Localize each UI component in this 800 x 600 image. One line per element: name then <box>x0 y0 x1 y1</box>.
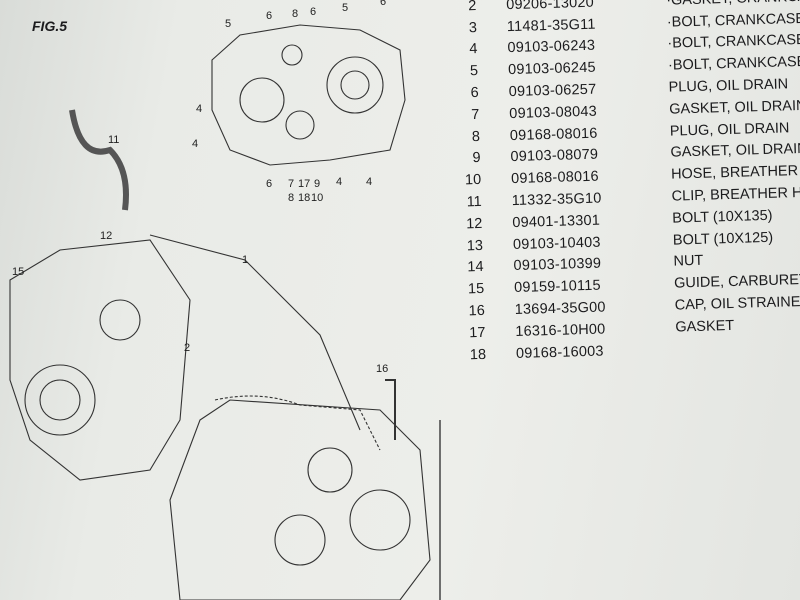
cell-no: 9 <box>472 150 481 167</box>
cell-part: 09159-10115 <box>513 277 601 297</box>
callout: 5 <box>342 2 349 14</box>
cell-no: 8 <box>471 128 481 145</box>
callout: 4 <box>192 138 199 150</box>
callout: 1 <box>242 254 249 266</box>
cell-desc: ·BOLT, CRANKCASE (L75 <box>667 53 800 74</box>
cell-desc: NUT <box>673 253 704 271</box>
cell-no: 13 <box>466 237 484 255</box>
cell-no: 17 <box>469 324 486 342</box>
cell-desc: ·BOLT, CRANKCASE (L55 <box>666 10 800 31</box>
cell-no: 2 <box>467 0 477 15</box>
cell-no: 6 <box>470 85 479 102</box>
cell-part: 09103-06245 <box>507 59 596 79</box>
callout: 12 <box>100 230 113 242</box>
cell-part: 13694-35G00 <box>514 299 606 319</box>
crankcase-side-view <box>211 24 406 166</box>
callout: 10 <box>311 192 324 204</box>
callout: 15 <box>12 266 25 278</box>
callout: 6 <box>266 10 273 22</box>
cell-no: 10 <box>464 172 482 189</box>
cell-part: 11332-35G10 <box>511 190 602 210</box>
cell-desc: BOLT (10X135) <box>672 207 773 227</box>
cell-desc: HOSE, BREATHER <box>670 163 799 183</box>
cell-part: 16316-10H00 <box>515 321 606 340</box>
cell-part: 09103-08079 <box>510 147 599 166</box>
gasket-outline <box>214 395 381 451</box>
cell-desc: CLIP, BREATHER HOSE <box>671 184 800 205</box>
cell-no: 14 <box>467 259 484 276</box>
cell-desc: ·BOLT, CRANKCASE (L65 <box>667 31 800 53</box>
cell-part: 09103-06257 <box>508 81 597 101</box>
cell-desc: BOLT (10X125) <box>672 229 774 249</box>
cell-desc: GASKET, OIL DRAIN PLUG <box>669 96 800 118</box>
callout: 4 <box>196 103 203 115</box>
cell-desc: CAP, OIL STRAINER <box>674 293 800 314</box>
callout: 6 <box>380 0 387 8</box>
cell-part: 09103-10399 <box>513 256 602 275</box>
callout: 5 <box>225 18 232 30</box>
figure-title: FIG.5 <box>32 18 68 34</box>
cell-part: 09168-16003 <box>515 343 604 362</box>
crankcase-half-left <box>9 239 191 481</box>
callout: 7 <box>288 178 295 190</box>
cell-no: 7 <box>471 106 480 124</box>
callout: 9 <box>314 178 321 190</box>
callout: 4 <box>366 176 373 188</box>
cell-no: 12 <box>466 215 483 233</box>
breather-hose <box>69 109 129 211</box>
callout: 2 <box>184 342 191 354</box>
cell-no: 4 <box>469 41 478 58</box>
crankcase-half-right <box>169 399 431 600</box>
callout: 6 <box>266 178 273 190</box>
cell-desc: PLUG, OIL DRAIN <box>669 119 790 140</box>
callout: 6 <box>310 6 317 18</box>
callout: 8 <box>288 192 295 204</box>
cell-part: 11481-35G11 <box>506 16 596 35</box>
callout: 17 <box>298 178 311 190</box>
callout: 8 <box>292 8 299 20</box>
cell-part: 09103-10403 <box>512 234 601 253</box>
cell-part: 09168-08016 <box>510 168 600 188</box>
cell-no: 5 <box>469 63 479 80</box>
cell-no: 15 <box>467 281 485 298</box>
cell-part: 09401-13301 <box>512 212 601 231</box>
leader-line-1 <box>149 234 361 431</box>
cell-desc: GASKET <box>675 317 735 336</box>
cell-no: 3 <box>468 19 478 36</box>
callout: 16 <box>376 363 389 375</box>
callout: 18 <box>298 192 311 204</box>
callout: 4 <box>336 176 343 188</box>
cell-desc: GUIDE, CARBURETOR H <box>673 271 800 292</box>
cell-desc <box>654 349 676 350</box>
carburetor-guide <box>385 379 396 440</box>
cell-no: 11 <box>466 193 482 211</box>
cell-desc: GASKET, OIL DRAIN PLUG <box>670 140 800 162</box>
cell-part: 09103-08043 <box>509 103 598 122</box>
callout: 11 <box>108 134 120 146</box>
cell-part: 09168-08016 <box>509 125 598 144</box>
cell-desc: PLUG, OIL DRAIN <box>668 76 789 96</box>
cell-part: 09103-06243 <box>507 38 596 57</box>
cell-no: 16 <box>468 302 486 320</box>
cell-no: 18 <box>469 346 487 363</box>
